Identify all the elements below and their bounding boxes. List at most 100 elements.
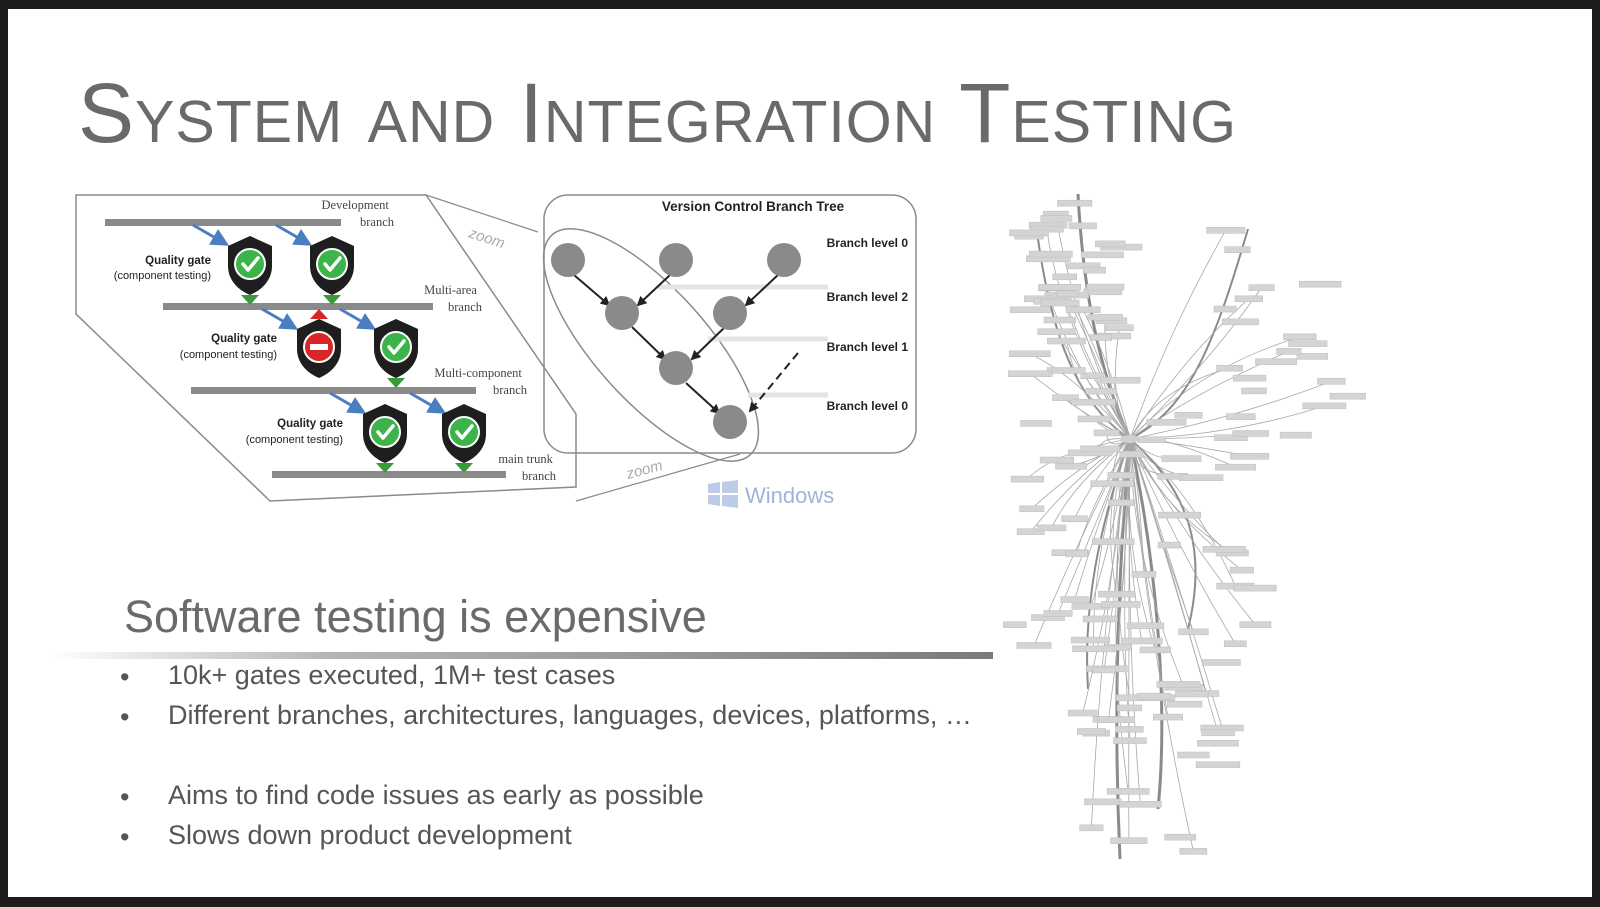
quality-gate-label-3: Quality gate [277,418,343,430]
branch-bar-main-trunk [272,471,506,478]
bullet-dot: • [120,662,130,692]
tree-graph-node [1055,462,1088,470]
tree-graph-node [1092,666,1116,674]
tree-graph-node [1106,788,1150,795]
tree-graph-node [1056,290,1080,297]
tree-graph-node [1057,199,1093,207]
tree-node [659,243,693,277]
tree-graph-node [1248,284,1275,291]
slide-title: System and Integration Testing [78,66,1238,160]
tree-graph-node [1036,524,1067,532]
tree-graph-node [1296,353,1328,360]
tree-graph-node [1241,387,1267,395]
bullet-text: 10k+ gates executed, 1M+ test cases [168,660,616,690]
tree-graph-edge [1090,438,1131,607]
tree-graph-edge [1129,438,1197,630]
tree-graph-node [1089,334,1112,341]
zoom-line-bottom [575,453,741,502]
tree-graph-node [1156,681,1201,688]
tree-graph-node [1052,394,1079,401]
tree-graph-node [1137,436,1166,443]
multi-component-line2: branch [493,383,528,397]
tree-graph-node [1158,511,1201,519]
tree-graph-node [1065,550,1089,558]
tree-graph-node [1216,364,1243,372]
tree-graph-node [1120,637,1163,645]
multi-component-line1: Multi-component [434,366,522,380]
development-line1: Development [322,198,390,212]
tree-graph-node [1298,280,1342,288]
tree-graph-node [1072,645,1116,653]
gate1-line2: (component testing) [114,270,211,282]
tree-graph-node [1239,621,1272,628]
tree-graph-node [1087,314,1123,321]
development-line2: branch [360,215,395,229]
tree-graph-node [1201,659,1241,666]
tree-graph-node [1107,499,1134,507]
tree-graph-node [1008,370,1053,377]
tree-graph-node [1157,541,1181,549]
tree-graph-node [1010,475,1045,483]
tree-graph-node [1016,528,1045,535]
tree-graph-node [1077,728,1106,735]
tree-graph-edge [1057,438,1131,614]
tree-graph-node [1224,246,1251,253]
branch-gate-diagram: zoom zoom Development branch Multi-area … [75,194,917,508]
tree-graph-node [1037,328,1076,336]
tree-graph-node [1226,413,1256,420]
tree-graph-node [1084,798,1122,806]
tree-graph-node [1077,415,1112,423]
tree-graph-node [1098,590,1136,598]
arrow-dev-gate1 [192,223,230,246]
tree-graph-edge [1027,438,1131,480]
branch-tree-graph [1003,193,1366,860]
tree-graph-node [1065,306,1101,314]
tree-graph-node [1146,419,1187,426]
tree-graph-node [1119,801,1162,808]
gate2-line2: (component testing) [180,349,277,361]
tree-graph-node [1085,387,1118,395]
arrow-comp-gate6 [409,391,447,414]
branch-label-main-trunk: main trunk branch [498,452,556,483]
tree-graph-node [1071,398,1116,406]
tree-graph-edge [1129,230,1227,440]
tree-graph-node [1009,306,1051,314]
tree-graph-node [1302,402,1347,410]
tree-graph-node [1039,456,1075,464]
tree-graph-node [1099,376,1141,384]
tree-graph-node [1061,515,1088,523]
bullet-text: Different branches, architectures, langu… [168,700,972,730]
gate1-line1: Quality gate [145,255,211,267]
tree-graph-node [1136,692,1172,700]
tree-graph-edge [1129,380,1332,440]
tree-node [713,405,747,439]
tree-node [659,351,693,385]
tree-graph-edge [1029,373,1131,440]
tree-graph-node [1082,615,1118,623]
tree-graph-node [1080,445,1120,453]
tree-graph-node [1166,700,1203,708]
branch-bar-multi-component [191,387,476,394]
tree-graph-edge [1128,438,1164,810]
tree-graph-edge [1129,438,1256,625]
arrow-area-gate3 [261,307,299,330]
tree-graph-node [1052,273,1077,281]
tree-graph-node [1093,429,1120,437]
tree-graph-node [1279,431,1312,439]
tree-graph-node [1234,295,1263,303]
tree-graph-node [1043,610,1073,617]
tree-graph-node [1009,229,1049,237]
main-trunk-line1: main trunk [498,452,553,466]
tree-graph-edge [1129,438,1236,587]
tree-graph-node [1110,837,1148,844]
quality-gate-sub-2: (component testing) [180,349,277,361]
tree-edge [631,326,667,361]
tree-graph-node [1043,316,1076,324]
version-tree-title: Version Control Branch Tree [662,199,845,214]
tree-graph-node [1029,250,1073,258]
tree-graph-node [1038,284,1082,291]
tree-graph-node [1003,621,1027,628]
tree-graph-node [1119,451,1144,458]
tree-graph-node [1197,739,1239,747]
tree-graph-node [1201,729,1235,737]
